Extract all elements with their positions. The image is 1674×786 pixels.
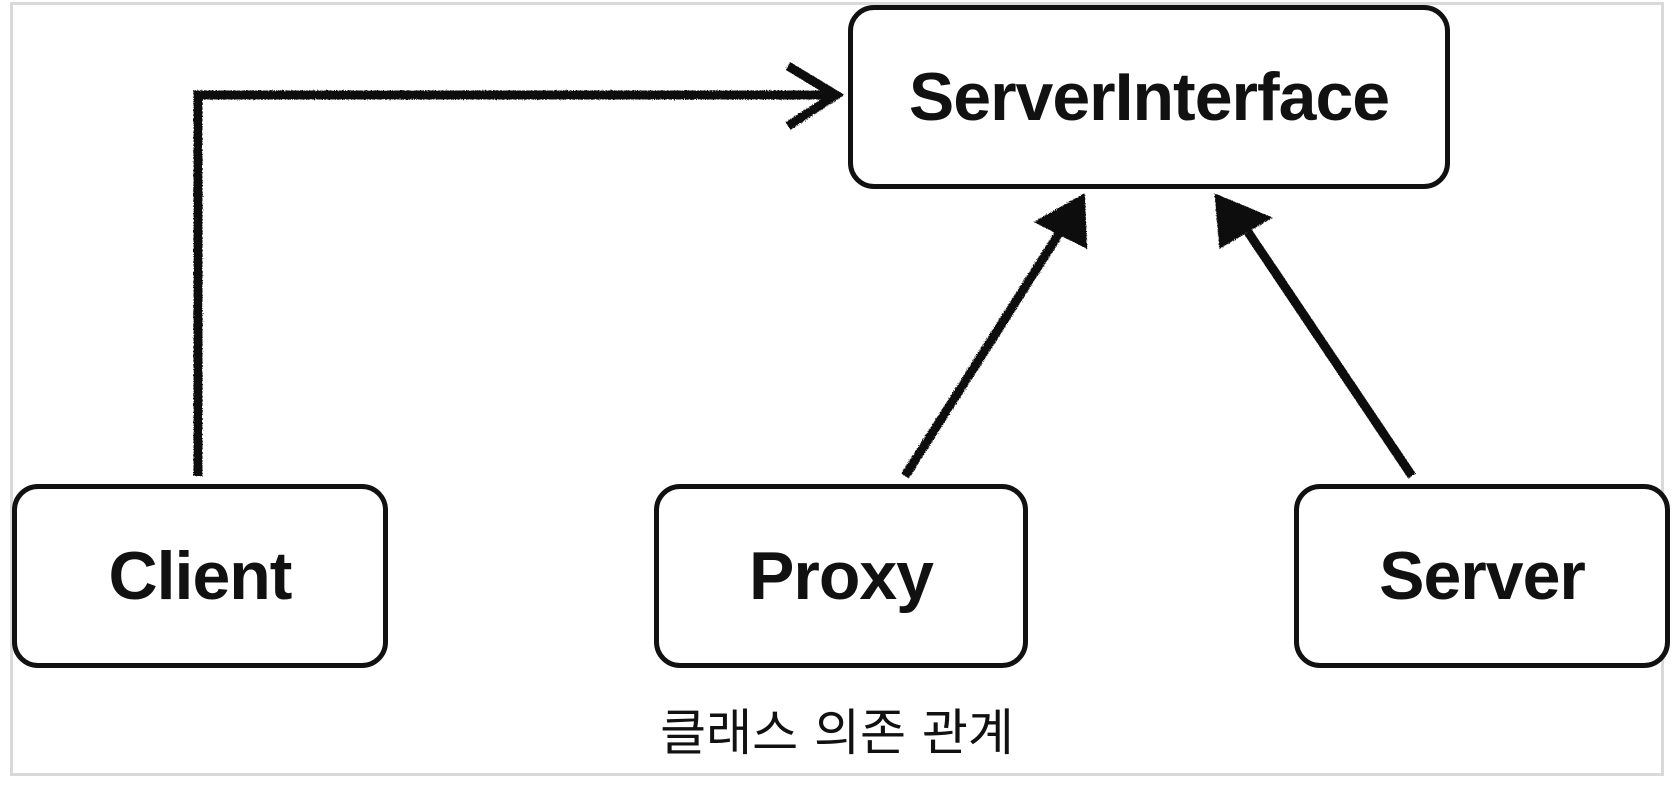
node-label: Client bbox=[108, 538, 293, 614]
node-label: ServerInterface bbox=[908, 59, 1390, 135]
node-server-interface: ServerInterface bbox=[848, 5, 1450, 189]
node-label: Server bbox=[1379, 538, 1586, 614]
node-client: Client bbox=[12, 484, 388, 668]
diagram-caption: 클래스 의존 관계 bbox=[660, 704, 1014, 762]
node-label: Proxy bbox=[749, 538, 934, 614]
node-proxy: Proxy bbox=[654, 484, 1028, 668]
node-server: Server bbox=[1294, 484, 1670, 668]
